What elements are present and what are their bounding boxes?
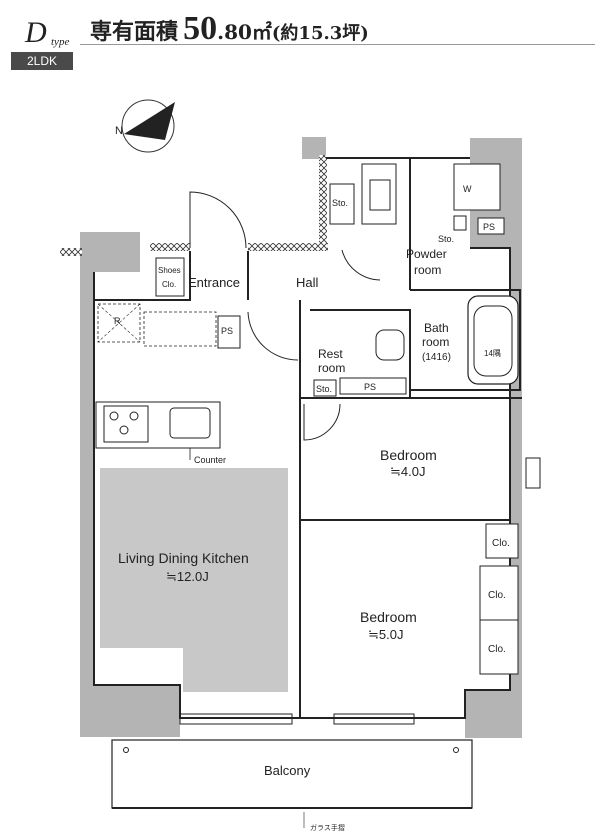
hatch-icon [525, 457, 541, 489]
hall-label: Hall [296, 275, 319, 290]
wall-outlines [93, 157, 522, 719]
sto-rest-label: Sto. [316, 384, 332, 394]
ps-top-label: PS [483, 222, 495, 232]
type-subscript: type [51, 36, 70, 48]
bedroom1-size: ≒4.0J [390, 464, 425, 479]
ps-entrance [217, 315, 241, 349]
compass-icon: N [115, 99, 175, 153]
plan-badge: 2LDK [11, 52, 73, 70]
closet-3 [479, 619, 519, 675]
fridge-label: R [114, 316, 121, 326]
area-label: 専有面積 [90, 19, 179, 45]
ps-top [477, 217, 505, 235]
closet-1-label: Clo. [492, 538, 510, 549]
type-badge: D type [11, 10, 73, 49]
sto-top-label: Sto. [332, 198, 348, 208]
rest-label: Rest [318, 347, 343, 361]
type-letter: D [25, 16, 47, 49]
powder-door [341, 249, 381, 281]
counter-label: Counter [194, 455, 226, 465]
rest-label-2: room [318, 361, 345, 375]
title-underline [80, 44, 595, 45]
bedroom2-size: ≒5.0J [368, 627, 403, 642]
ldk-label: Living Dining Kitchen [118, 550, 249, 566]
ps-entrance-label: PS [221, 326, 233, 336]
washer-space [453, 163, 501, 211]
powder-label-2: room [414, 263, 441, 277]
sto-rest [313, 379, 337, 397]
area-tsubo: (約15.3坪) [271, 23, 369, 44]
glass-rail-label: ガラス手摺 [310, 823, 345, 832]
compass-label: N [115, 125, 123, 137]
bedroom2-label: Bedroom [360, 609, 417, 625]
powder-label: Powder [406, 247, 447, 261]
header: D type 2LDK 専有面積 50.80㎡(約15.3坪) [0, 0, 607, 70]
area-integer: 50 [183, 10, 218, 47]
bedroom1-door [303, 403, 341, 441]
stove-icon [103, 405, 149, 443]
balcony-label: Balcony [264, 763, 311, 778]
closet-3-label: Clo. [488, 644, 506, 655]
ldk-floor [100, 468, 288, 692]
sto-powder-label: Sto. [438, 234, 454, 244]
shoes-label: Shoes [158, 266, 181, 275]
ps-rest-label: PS [364, 382, 376, 392]
ldk-size: ≒12.0J [166, 569, 209, 584]
hatched-walls [60, 155, 328, 256]
toilet-icon [375, 329, 405, 361]
closet-2 [479, 565, 519, 621]
ldk-door [247, 311, 299, 361]
bedroom1-label: Bedroom [380, 447, 437, 463]
area-decimal: .80㎡ [217, 20, 272, 44]
sink-icon [169, 407, 211, 439]
bath-label-2: room [422, 335, 449, 349]
bath-label: Bath [424, 321, 449, 335]
area-title: 専有面積 50.80㎡(約15.3坪) [90, 10, 369, 48]
washer-label: W [463, 184, 472, 194]
entrance-door [189, 191, 247, 249]
bath-label-3: (1416) [422, 352, 451, 363]
shoes-closet [155, 257, 185, 297]
bath-mark: 14隅 [484, 349, 501, 358]
balcony [111, 739, 473, 809]
closet-2-label: Clo. [488, 590, 506, 601]
kitchen-counter: Counter [95, 401, 226, 465]
windows [179, 713, 415, 725]
shoes-label-2: Clo. [162, 280, 176, 289]
storage-top [329, 183, 355, 225]
bathtub [467, 295, 519, 385]
fridge-space: R [97, 303, 217, 347]
closet-1 [485, 523, 519, 559]
ps-rest [339, 377, 407, 395]
entrance-label: Entrance [188, 275, 240, 290]
